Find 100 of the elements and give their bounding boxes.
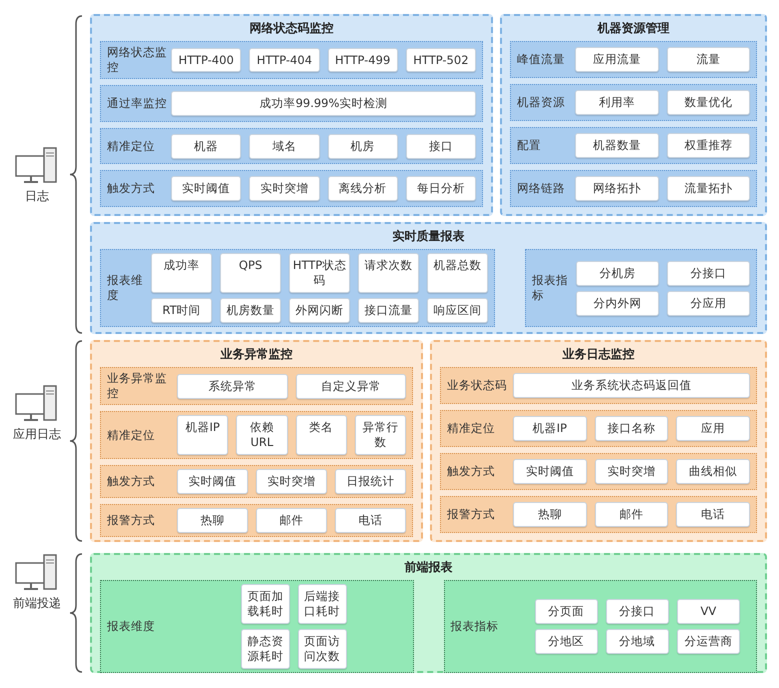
item-tag: 页面加载耗时 (241, 584, 290, 624)
item-tag: 实时突增 (249, 176, 320, 202)
row-label: 报表维度 (107, 619, 156, 634)
item-tag: 分内外网 (576, 290, 660, 316)
item-tag: HTTP-499 (328, 48, 398, 72)
category-row (440, 496, 757, 533)
item-tag: 应用 (676, 416, 750, 441)
item-tag: 依赖URL (236, 415, 288, 455)
item-tag: 外网闪断 (289, 298, 350, 323)
item-tag: 实时突增 (594, 459, 668, 484)
category-row (444, 580, 757, 673)
panel-title: 实时质量报表 (392, 228, 464, 245)
row-label: 触发方式 (447, 464, 496, 479)
item-tag: HTTP-404 (249, 48, 320, 72)
item-tag: RT时间 (151, 298, 212, 323)
section-panel (430, 340, 767, 542)
row-label: 报警方式 (447, 507, 496, 522)
row-label: 触发方式 (107, 474, 156, 489)
item-tag: 曲线相似 (676, 459, 750, 484)
section-panel (90, 340, 423, 542)
category-row (100, 41, 483, 79)
panel-title: 业务异常监控 (220, 346, 292, 363)
item-tag: 每日分析 (406, 176, 476, 202)
item-tag: 分应用 (667, 290, 750, 316)
item-tag: 分机房 (576, 260, 660, 286)
row-label: 报表维度 (107, 273, 144, 303)
item-tag: 异常行数 (354, 415, 406, 455)
item-tag: 页面访问次数 (298, 629, 346, 669)
section-panel (500, 14, 767, 216)
row-label: 网络状态监控 (107, 45, 168, 75)
item-tag: 分接口 (606, 599, 669, 624)
row-label: 报表指标 (450, 619, 500, 634)
category-row (100, 128, 483, 164)
item-tag: 权重推荐 (666, 133, 750, 158)
item-tag: 热聊 (177, 508, 248, 533)
source-label: 前端投递 (12, 595, 62, 612)
row-label: 触发方式 (107, 181, 156, 196)
item-tag: 域名 (249, 134, 320, 158)
item-tag: 分地域 (606, 629, 669, 654)
panel-title: 业务日志监控 (562, 346, 634, 363)
item-tag: VV (676, 599, 740, 624)
source-label: 应用日志 (12, 426, 62, 443)
item-tag: 静态资源耗时 (241, 629, 290, 669)
item-tag: 邮件 (594, 502, 668, 527)
item-tag: 流量拓扑 (666, 176, 750, 201)
category-row (440, 410, 757, 447)
category-row (100, 170, 483, 208)
item-tag: 应用流量 (575, 47, 658, 72)
row-label: 机器资源 (517, 95, 566, 110)
item-tag: 类名 (296, 415, 347, 455)
item-tag: 请求次数 (358, 253, 420, 293)
category-row (100, 465, 413, 498)
item-tag: HTTP状态码 (289, 253, 350, 293)
item-tag: 机器总数 (427, 253, 488, 293)
item-tag: 接口名称 (594, 416, 668, 441)
item-tag: 系统异常 (177, 374, 288, 398)
item-tag: 离线分析 (328, 176, 398, 202)
category-row (440, 453, 757, 490)
item-tag: HTTP-400 (171, 48, 242, 72)
item-tag: 机器数量 (575, 133, 658, 158)
row-label: 业务异常监控 (107, 371, 168, 401)
item-tag: 机器IP (513, 416, 587, 441)
category-row (510, 41, 757, 78)
row-label: 报警方式 (107, 513, 156, 528)
item-tag: 实时阈值 (177, 469, 248, 494)
item-tag: 响应区间 (427, 298, 488, 323)
item-tag: 后端接口耗时 (298, 584, 346, 624)
item-tag: 实时阈值 (513, 459, 587, 484)
row-label: 精准定位 (107, 428, 156, 442)
item-tag: 接口 (406, 134, 476, 158)
category-row (440, 367, 757, 404)
item-tag: 分运营商 (676, 629, 740, 654)
item-tag: 电话 (335, 508, 406, 533)
item-tag: 流量 (666, 47, 750, 72)
category-row (510, 127, 757, 164)
source-label: 日志 (24, 188, 50, 205)
category-row (100, 367, 413, 405)
item-tag: 机器 (171, 134, 242, 158)
row-label: 精准定位 (107, 138, 156, 154)
row-label: 网络链路 (517, 181, 566, 196)
item-tag: 机房 (328, 134, 398, 158)
item-tag: 业务系统状态码返回值 (513, 373, 750, 398)
item-tag: 分页面 (534, 599, 598, 624)
item-tag: 日报统计 (335, 469, 406, 494)
panel-title: 机器资源管理 (598, 20, 670, 37)
category-row (510, 84, 757, 121)
section-panel (90, 553, 767, 673)
item-tag: 机器IP (177, 415, 228, 455)
panel-title: 网络状态码监控 (250, 20, 334, 37)
item-tag: 成功率 (151, 253, 212, 293)
category-row (100, 85, 483, 122)
item-tag: 电话 (676, 502, 750, 527)
panel-title: 前端报表 (404, 559, 452, 576)
item-tag: 利用率 (575, 90, 658, 115)
item-tag: 邮件 (256, 508, 327, 533)
item-tag: 分接口 (667, 260, 750, 286)
row-label: 配置 (517, 138, 542, 153)
item-tag: 数量优化 (666, 90, 750, 115)
row-label: 业务状态码 (447, 378, 508, 393)
category-row (100, 580, 414, 673)
